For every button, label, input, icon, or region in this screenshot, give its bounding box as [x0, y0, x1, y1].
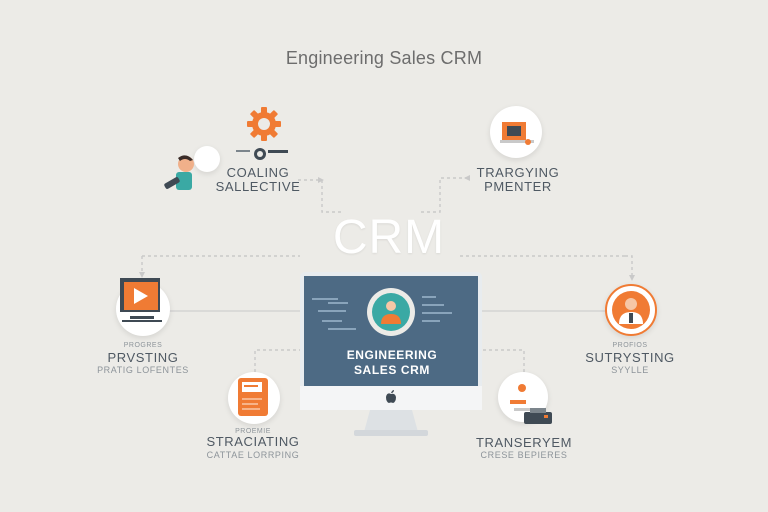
page-title: Engineering Sales CRM — [285, 48, 483, 68]
screen-label-line1: ENGINEERING — [346, 348, 438, 362]
arrowhead-middle-right — [629, 275, 635, 281]
connector-bottom-right — [482, 349, 525, 372]
node-bottom-left-title: STRACIATING — [206, 434, 300, 449]
node-top-left-subtitle: SALLECTIVE — [215, 179, 301, 194]
video-play-icon — [120, 278, 162, 322]
node-bottom-left-subtitle: CATTAE LORRPING — [206, 450, 300, 460]
speech-bubble — [194, 146, 220, 172]
hub-label: CRM — [332, 211, 446, 264]
monitor — [300, 272, 482, 436]
avatar-icon — [612, 291, 650, 329]
node-middle-right-pre: PROFIOS — [612, 342, 648, 349]
node-top-right-subtitle: PMENTER — [484, 179, 552, 194]
connector-top-right — [418, 177, 468, 213]
node-bottom-right-subtitle: CRESE BEPIERES — [480, 450, 568, 460]
arrowhead-top-right — [464, 175, 470, 181]
node-middle-right-title: SUTRYSTING — [585, 350, 675, 365]
node-middle-right-subtitle: SYYLLE — [611, 365, 649, 375]
apple-logo-icon — [386, 390, 396, 403]
printer-icon — [510, 384, 552, 424]
node-middle-left-subtitle: PRATIG LOFENTES — [97, 365, 189, 375]
node-top-left-title: COALING — [226, 165, 290, 180]
node-middle-left-title: PRVSTING — [107, 350, 179, 365]
document-icon — [238, 378, 268, 416]
node-middle-left-pre: PROGRES — [123, 342, 163, 349]
node-top-right-title: TRARGYING — [476, 165, 560, 180]
briefcase-icon — [500, 122, 534, 145]
arrowhead-middle-left — [139, 272, 145, 278]
connector-top-left — [298, 179, 342, 213]
connector-bottom-left — [254, 349, 300, 372]
arrowhead-top-left — [318, 177, 324, 183]
node-bottom-left-pre: PROEMIE — [235, 428, 271, 435]
connector-middle-right-top — [460, 255, 633, 278]
person-icon — [164, 155, 194, 190]
gear-icon — [247, 107, 281, 141]
monitor-screen-label: ENGINEERING SALES CRM — [322, 348, 462, 378]
screen-label-line2: SALES CRM — [353, 363, 431, 377]
node-bottom-right-title: TRANSERYEM — [475, 435, 573, 450]
toolbar-icon — [236, 148, 288, 160]
connector-middle-left-top — [141, 255, 300, 275]
